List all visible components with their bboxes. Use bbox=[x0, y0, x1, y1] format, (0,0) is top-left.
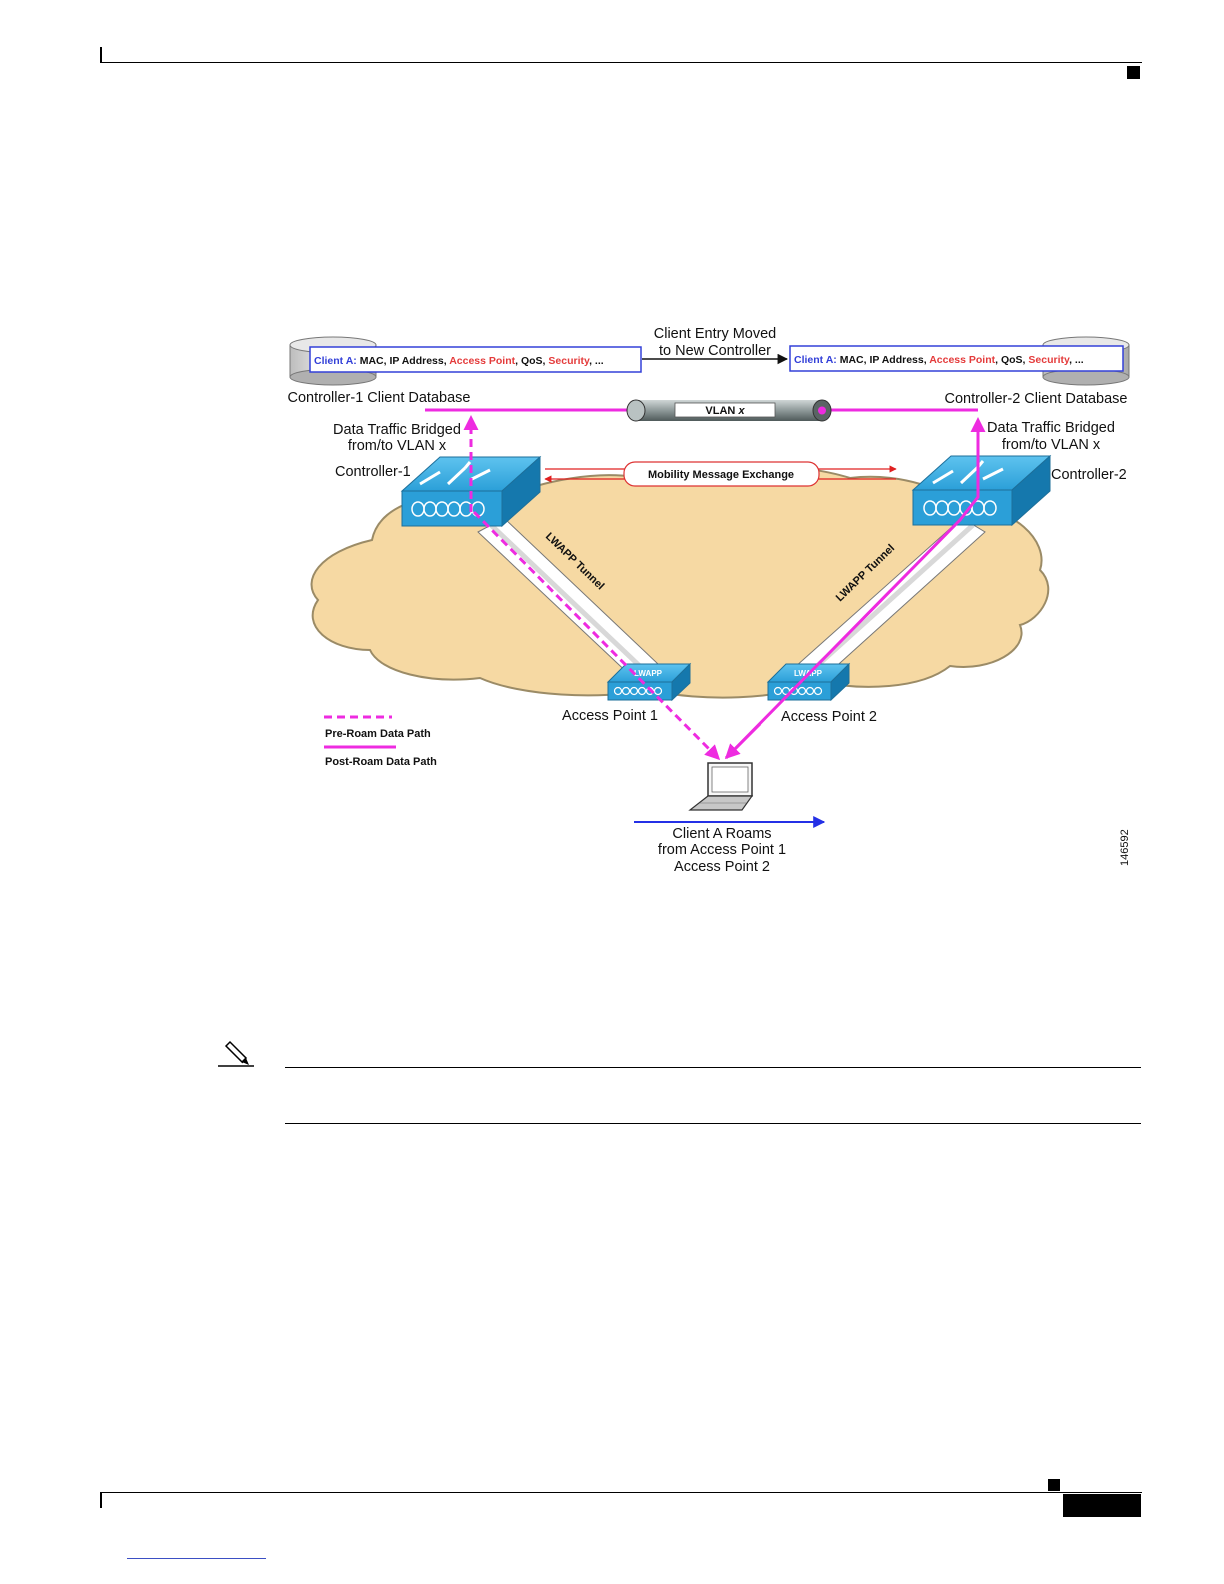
controller2-db-label: Controller-2 Client Database bbox=[945, 391, 1128, 407]
footer-margin-tick bbox=[100, 1492, 102, 1508]
mobility-label-box bbox=[623, 461, 820, 487]
ap1-badge: LWAPP bbox=[634, 669, 663, 678]
figure-id: 146592 bbox=[1119, 829, 1131, 866]
legend-pre-label: Pre-Roam Data Path bbox=[325, 728, 431, 740]
entry-moved-line1: Client Entry Moved bbox=[654, 326, 777, 342]
bridged1-line2: from/to VLAN x bbox=[348, 438, 447, 454]
controller2-icon bbox=[911, 454, 1052, 527]
vlan-pipe bbox=[626, 399, 832, 422]
access-point1-icon bbox=[606, 662, 692, 702]
controller1-db-record bbox=[309, 346, 642, 373]
note-bottom-rule bbox=[285, 1123, 1141, 1124]
note-top-rule bbox=[285, 1067, 1141, 1068]
post-roam-path bbox=[724, 417, 986, 760]
footer-rule bbox=[100, 1492, 1142, 1493]
bridged2-line1: Data Traffic Bridged bbox=[987, 420, 1115, 436]
controller2-label: Controller-2 bbox=[1051, 467, 1127, 483]
controller2-db-fields: Client A: MAC, IP Address, Access Point,… bbox=[794, 354, 1084, 366]
ap1-label: Access Point 1 bbox=[562, 708, 658, 724]
entry-moved-line2: to New Controller bbox=[659, 343, 771, 359]
roam-line1: Client A Roams bbox=[672, 826, 771, 842]
vlan-label: VLAN x bbox=[705, 405, 745, 417]
footer-link-underline[interactable] bbox=[127, 1558, 266, 1559]
controller1-db-fields: Client A: MAC, IP Address, Access Point,… bbox=[314, 355, 604, 367]
bridged1-line1: Data Traffic Bridged bbox=[333, 422, 461, 438]
footer-marker bbox=[1048, 1479, 1060, 1491]
header-marker bbox=[1127, 66, 1140, 79]
controller1-db-label: Controller-1 Client Database bbox=[288, 390, 471, 406]
roam-line2: from Access Point 1 bbox=[658, 842, 786, 858]
controller2-db-record bbox=[789, 345, 1124, 372]
controller1-icon bbox=[400, 455, 542, 528]
roam-line3: Access Point 2 bbox=[674, 859, 770, 875]
post-roam-client-arrow bbox=[724, 722, 762, 760]
laptop-icon bbox=[688, 762, 754, 811]
mobility-label: Mobility Message Exchange bbox=[648, 469, 794, 481]
legend-post-label: Post-Roam Data Path bbox=[325, 756, 437, 768]
page-number-tab bbox=[1063, 1494, 1141, 1517]
header-rule bbox=[100, 62, 1142, 63]
pre-roam-diagonal bbox=[472, 510, 721, 761]
bridged2-line2: from/to VLAN x bbox=[1002, 437, 1101, 453]
ap2-label: Access Point 2 bbox=[781, 709, 877, 725]
note-pencil-icon bbox=[216, 1040, 256, 1070]
controller1-label: Controller-1 bbox=[335, 464, 411, 480]
header-margin-tick bbox=[100, 47, 102, 63]
